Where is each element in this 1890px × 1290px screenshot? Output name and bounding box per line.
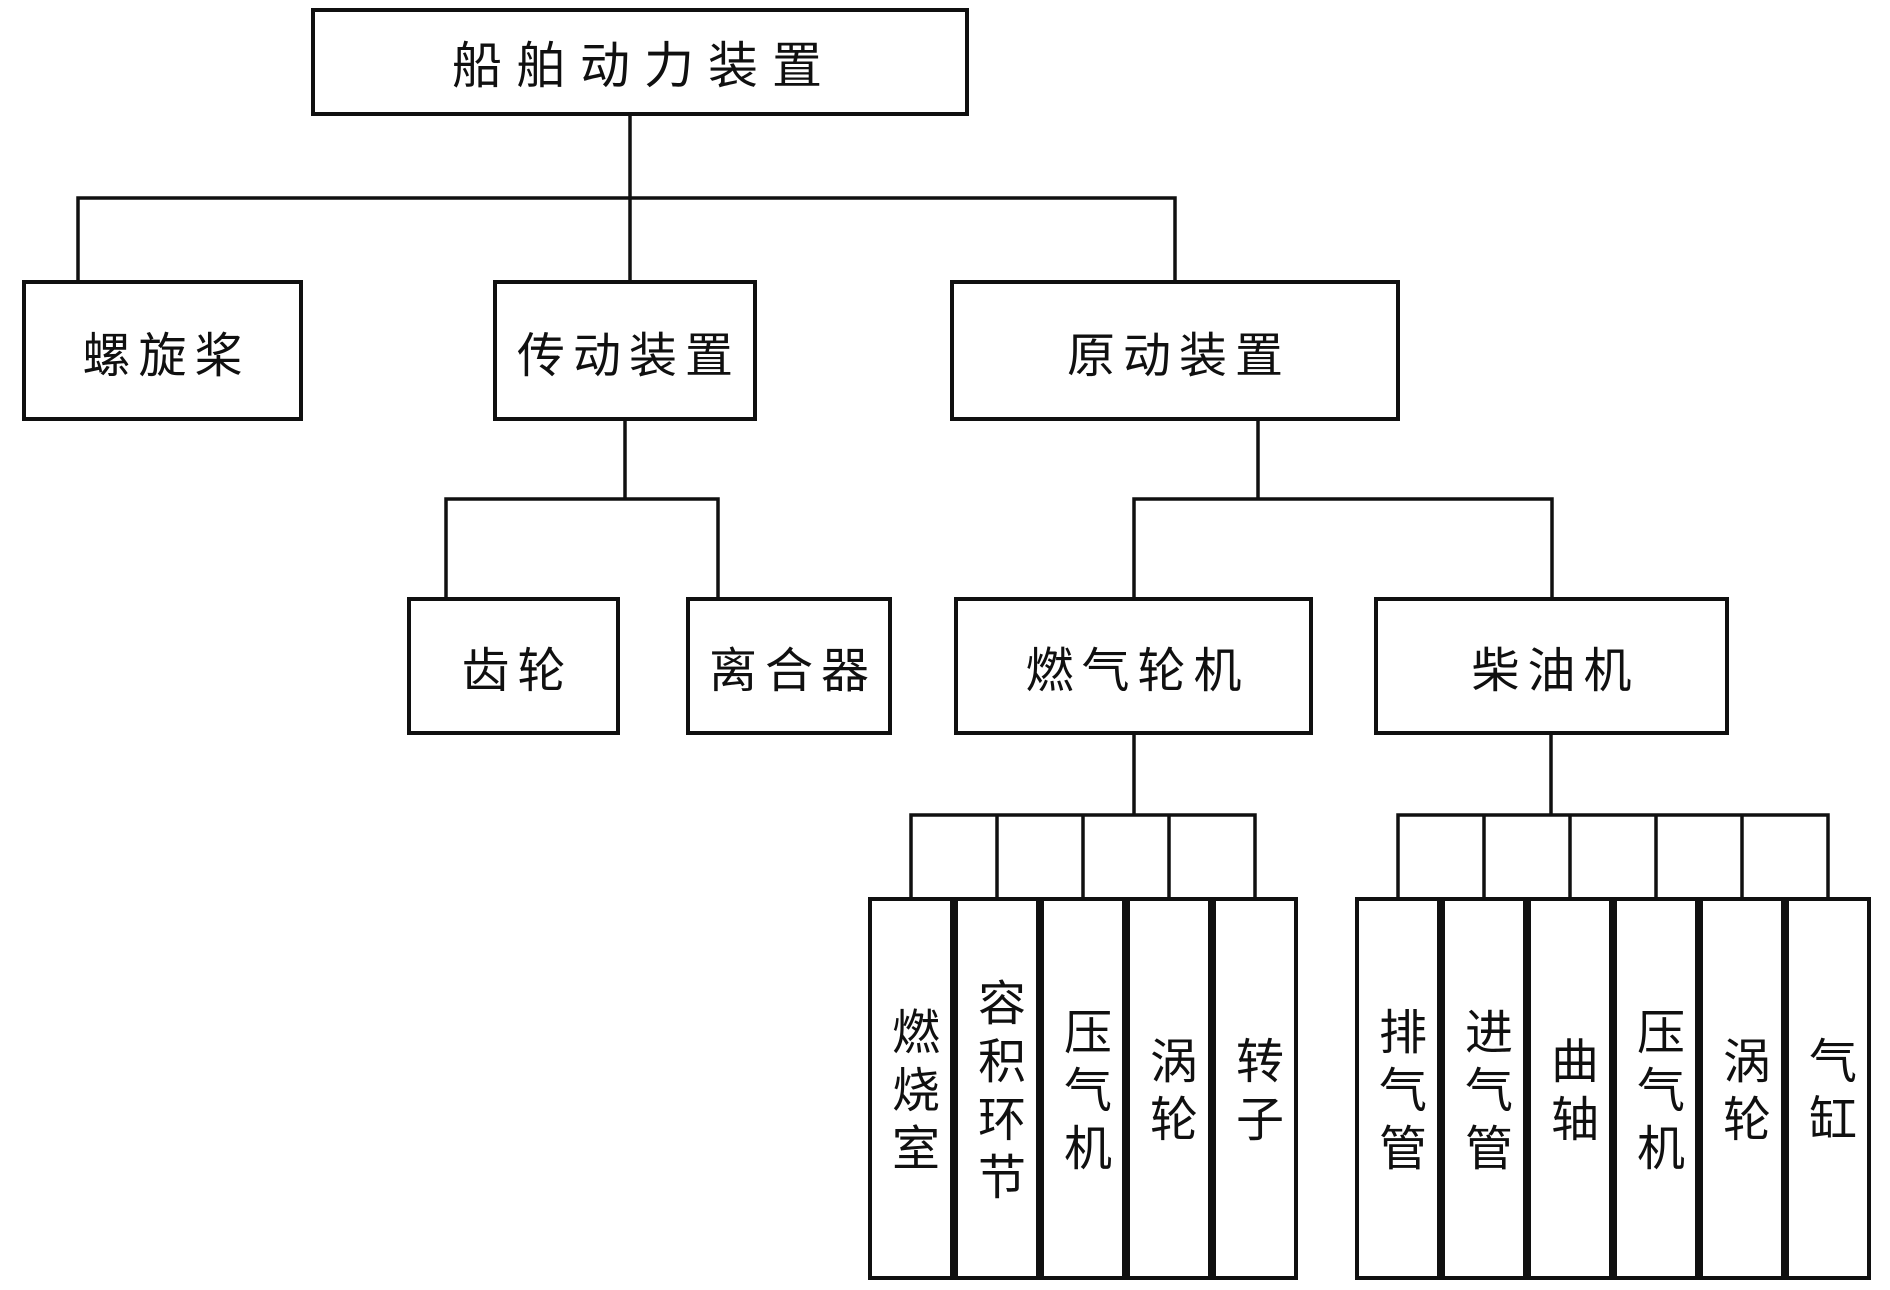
- node-label: 进气管: [1456, 1006, 1512, 1181]
- node-propeller: 螺旋桨: [22, 280, 303, 421]
- node-compressor-diesel: 压气机: [1613, 897, 1699, 1280]
- node-label: 转子: [1227, 1035, 1283, 1152]
- node-label: 船舶动力装置: [452, 37, 836, 95]
- node-combustion-chamber: 燃烧室: [868, 897, 954, 1280]
- node-intake-pipe: 进气管: [1441, 897, 1527, 1280]
- node-label: 曲轴: [1542, 1035, 1598, 1152]
- node-clutch: 离合器: [686, 597, 892, 735]
- node-turbine-gas-turbine: 涡轮: [1126, 897, 1212, 1280]
- node-label: 柴油机: [1471, 643, 1640, 699]
- node-cylinder: 气缸: [1785, 897, 1871, 1280]
- node-transmission-device: 传动装置: [493, 280, 757, 421]
- node-label: 气缸: [1800, 1035, 1856, 1152]
- node-label: 排气管: [1370, 1006, 1426, 1181]
- node-label: 压气机: [1055, 1006, 1111, 1181]
- node-label: 螺旋桨: [82, 327, 251, 384]
- node-prime-mover-device: 原动装置: [950, 280, 1400, 421]
- node-label: 燃气轮机: [1025, 643, 1250, 699]
- node-label: 燃烧室: [883, 1006, 939, 1181]
- node-label: 传动装置: [516, 327, 741, 384]
- node-label: 涡轮: [1141, 1035, 1197, 1152]
- node-label: 压气机: [1628, 1006, 1684, 1181]
- node-crankshaft: 曲轴: [1527, 897, 1613, 1280]
- node-label: 离合器: [708, 643, 877, 699]
- node-label: 涡轮: [1714, 1035, 1770, 1152]
- node-turbine-diesel: 涡轮: [1699, 897, 1785, 1280]
- node-label: 齿轮: [461, 643, 574, 699]
- node-compressor-gas-turbine: 压气机: [1040, 897, 1126, 1280]
- node-diesel-engine: 柴油机: [1374, 597, 1729, 735]
- node-label: 容积环节: [969, 977, 1025, 1210]
- node-gas-turbine: 燃气轮机: [954, 597, 1313, 735]
- tree-connector-path: [76, 114, 1830, 899]
- node-ship-power-plant: 船舶动力装置: [311, 8, 969, 116]
- node-rotor: 转子: [1212, 897, 1298, 1280]
- node-exhaust-pipe: 排气管: [1355, 897, 1441, 1280]
- node-label: 原动装置: [1066, 327, 1291, 384]
- node-volume-link: 容积环节: [954, 897, 1040, 1280]
- node-gear: 齿轮: [407, 597, 620, 735]
